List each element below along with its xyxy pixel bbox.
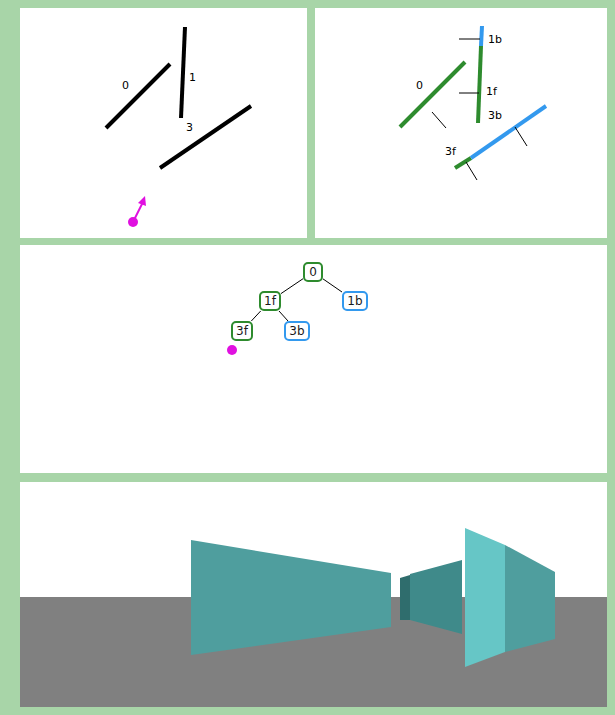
front-segment (478, 46, 481, 123)
node-label: 1b (347, 294, 363, 308)
tree-node: 0 (303, 262, 323, 282)
segment-label: 1f (486, 85, 497, 98)
tree-node: 3f (231, 321, 253, 341)
viewer-dot (227, 345, 237, 355)
wall-face (400, 575, 410, 620)
segment-label: 1b (488, 33, 502, 46)
normal-tick (459, 39, 480, 40)
normal-tick (459, 93, 479, 94)
viewer-dot (128, 217, 138, 227)
rendered-view (20, 528, 607, 707)
tree-branch (323, 279, 342, 292)
viewer-arrowhead (138, 196, 146, 206)
map-walls (106, 27, 251, 227)
normal-tick (515, 127, 527, 146)
wall-face (465, 528, 505, 667)
back-segment (471, 106, 546, 158)
segment-label: 0 (416, 79, 423, 92)
tree-branch (281, 279, 303, 294)
split-panel (315, 8, 607, 238)
tree-node: 3b (284, 321, 310, 341)
node-label: 3f (236, 324, 248, 338)
wall-face (191, 540, 391, 655)
map-panel (20, 8, 307, 238)
tree-panel (20, 245, 607, 473)
segment-label: 3f (445, 145, 456, 158)
tree-branch (251, 311, 260, 321)
segment-label: 3 (186, 121, 193, 134)
back-segment (481, 26, 482, 46)
segment-label: 3b (488, 109, 502, 122)
tree-node: 1f (259, 291, 281, 311)
node-label: 3b (289, 324, 305, 338)
tree-branch (279, 311, 288, 321)
segment-label: 1 (189, 71, 196, 84)
front-segment (400, 62, 465, 127)
node-label: 1f (264, 294, 276, 308)
normal-tick (466, 162, 477, 180)
node-label: 0 (308, 265, 318, 279)
wall-line (181, 27, 185, 118)
wall-line (106, 64, 170, 128)
segment-label: 0 (122, 79, 129, 92)
wall-face (505, 545, 555, 652)
wall-line (160, 106, 251, 168)
view-panel (20, 482, 607, 707)
split-walls (400, 26, 546, 180)
normal-tick (432, 112, 446, 128)
tree-node: 1b (342, 291, 368, 311)
wall-face (410, 560, 462, 634)
